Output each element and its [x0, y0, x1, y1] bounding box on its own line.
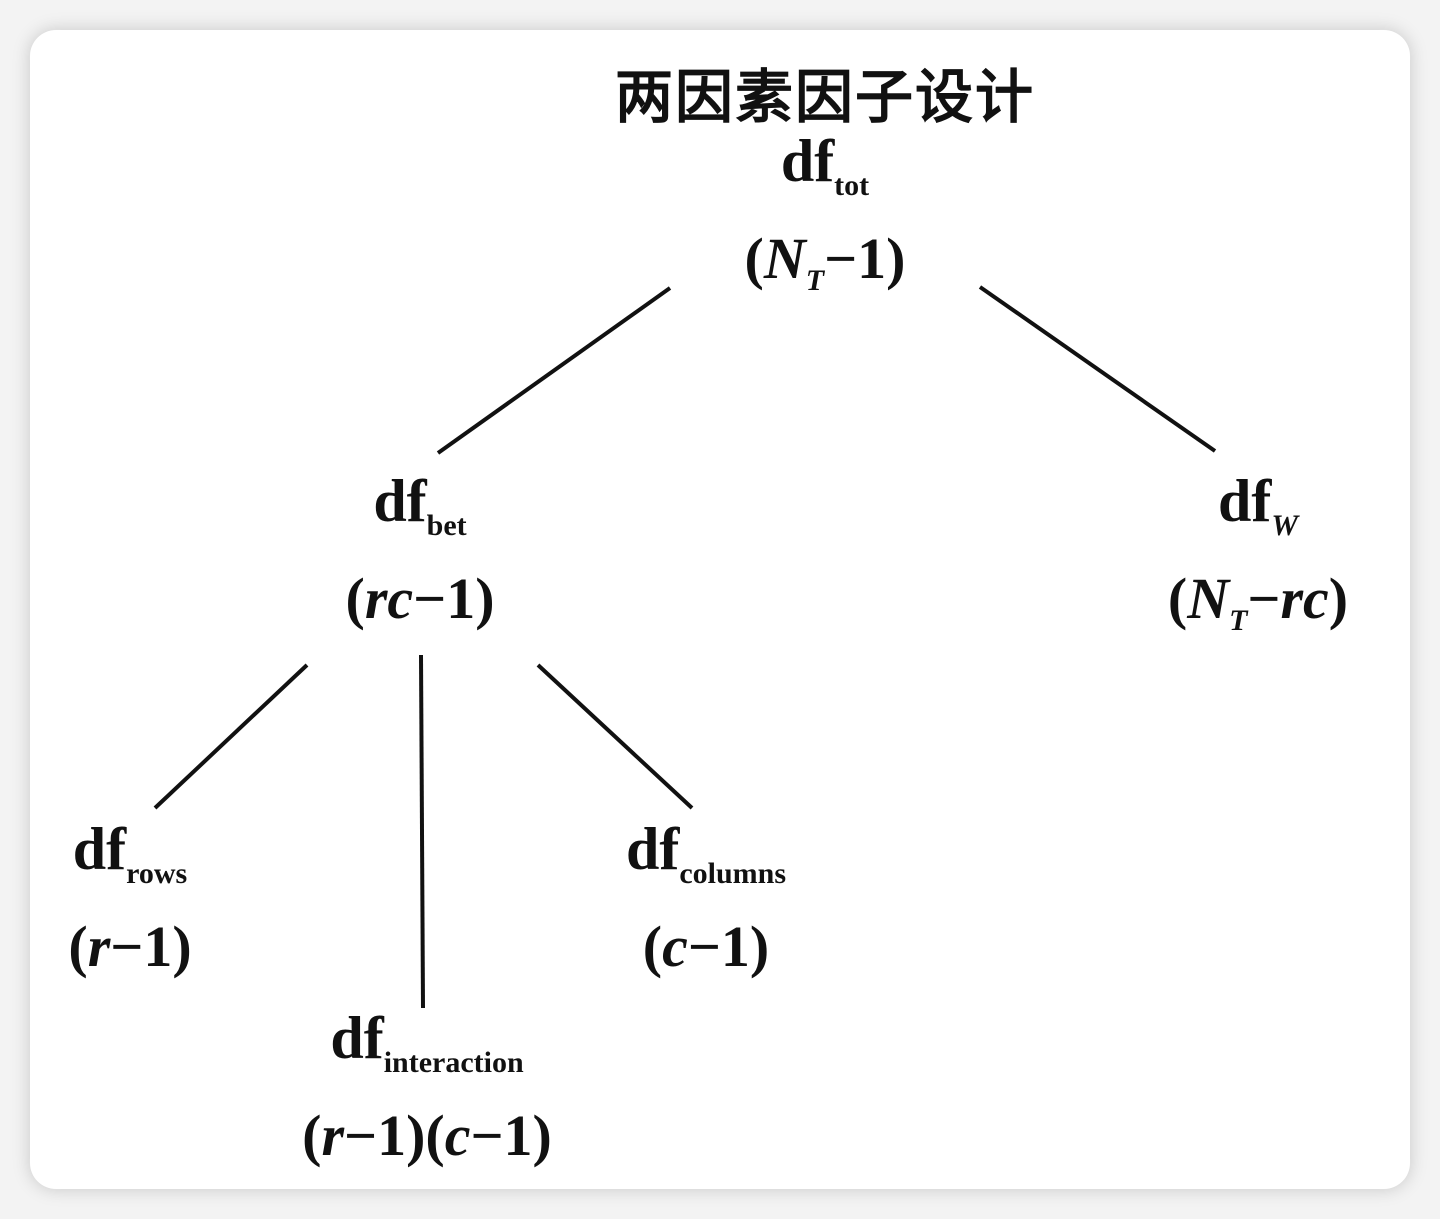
- node-formula: (c−1): [626, 907, 786, 987]
- node-df-w: dfW(NT−rc): [1168, 468, 1348, 661]
- edge-tot-w: [978, 285, 1217, 453]
- formula-part: T: [805, 264, 825, 297]
- node-formula: (rc−1): [345, 559, 494, 639]
- df-subscript: interaction: [383, 1046, 524, 1079]
- df-subscript: W: [1271, 509, 1299, 542]
- node-label: dfbet: [345, 468, 494, 559]
- diagram-card: [30, 30, 1410, 1189]
- edge-bet-rows: [153, 663, 309, 810]
- df-symbol: df: [780, 128, 835, 194]
- df-subscript: columns: [679, 857, 787, 890]
- formula-part: −1): [413, 566, 495, 631]
- node-df-columns: dfcolumns(c−1): [626, 816, 786, 987]
- df-symbol: df: [330, 1005, 384, 1071]
- node-label: dftot: [745, 128, 906, 219]
- diagram-title: 两因素因子设计: [614, 63, 1036, 131]
- formula-part: (: [744, 226, 764, 291]
- node-label: dfW: [1168, 468, 1348, 559]
- formula-part: (: [68, 914, 88, 979]
- df-subscript: rows: [126, 857, 188, 890]
- df-subscript: bet: [426, 509, 467, 542]
- formula-part: c: [444, 1103, 471, 1168]
- node-df-tot: dftot(NT−1): [745, 128, 906, 321]
- formula-part: (: [302, 1103, 322, 1168]
- node-formula: (r−1)(c−1): [302, 1096, 552, 1176]
- df-symbol: df: [1217, 468, 1272, 534]
- formula-part: −1)(: [344, 1103, 445, 1168]
- formula-part: c: [662, 914, 688, 979]
- df-symbol: df: [625, 816, 680, 882]
- formula-part: rc: [364, 566, 414, 631]
- edge-tot-bet: [436, 286, 672, 455]
- formula-part: ): [1328, 566, 1349, 631]
- formula-part: N: [763, 226, 806, 291]
- formula-part: −1): [687, 914, 770, 979]
- formula-part: N: [1187, 566, 1230, 631]
- df-subscript: tot: [834, 169, 870, 202]
- node-label: dfcolumns: [626, 816, 786, 907]
- formula-part: −: [1247, 566, 1281, 631]
- df-symbol: df: [72, 816, 127, 882]
- formula-part: r: [321, 1103, 345, 1168]
- formula-part: rc: [1280, 566, 1329, 631]
- formula-part: (: [345, 566, 365, 631]
- df-symbol: df: [373, 468, 427, 534]
- formula-part: −1): [110, 914, 192, 979]
- node-df-rows: dfrows(r−1): [68, 816, 191, 987]
- node-df-bet: dfbet(rc−1): [345, 468, 494, 639]
- formula-part: (: [1167, 566, 1188, 631]
- node-label: dfinteraction: [302, 1005, 552, 1096]
- formula-part: −1): [824, 226, 906, 291]
- node-formula: (r−1): [68, 907, 191, 987]
- edge-bet-interaction: [419, 654, 425, 1009]
- formula-part: T: [1229, 604, 1248, 637]
- formula-part: (: [642, 914, 663, 979]
- node-label: dfrows: [68, 816, 191, 907]
- node-df-interaction: dfinteraction(r−1)(c−1): [302, 1005, 552, 1176]
- edge-bet-columns: [536, 663, 694, 810]
- node-formula: (NT−rc): [1168, 559, 1348, 661]
- formula-part: r: [87, 914, 111, 979]
- node-formula: (NT−1): [745, 219, 906, 321]
- formula-part: −1): [470, 1103, 552, 1168]
